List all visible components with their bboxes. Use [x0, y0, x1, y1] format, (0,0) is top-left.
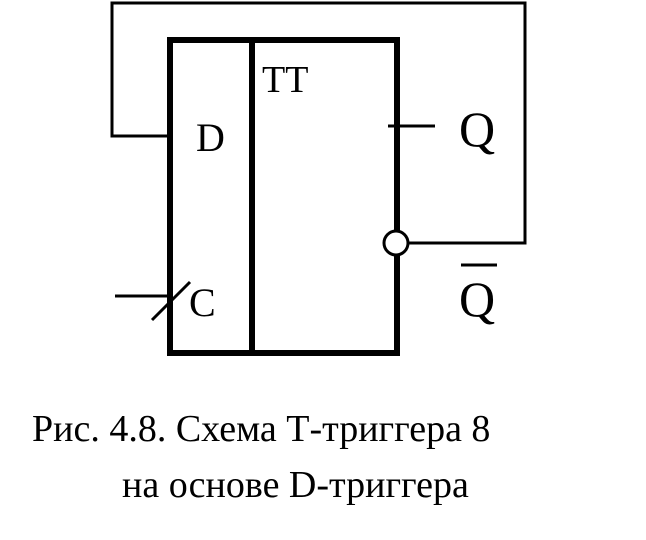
c-input-label: C [189, 280, 216, 325]
inversion-bubble-icon [382, 229, 410, 257]
figure-caption-line-2: на основе D-триггера [122, 464, 469, 506]
feedback-wire [110, 1, 527, 245]
figure-caption-line-1: Рис. 4.8. Схема Т-триггера 8 [32, 408, 491, 450]
clock-dynamic-slash [150, 280, 192, 322]
q-output-label: Q [459, 101, 495, 157]
d-input-label: D [196, 115, 225, 160]
q-bar-output-label: Q [459, 271, 495, 327]
block-label: TT [262, 59, 308, 101]
flip-flop-block [167, 37, 400, 356]
